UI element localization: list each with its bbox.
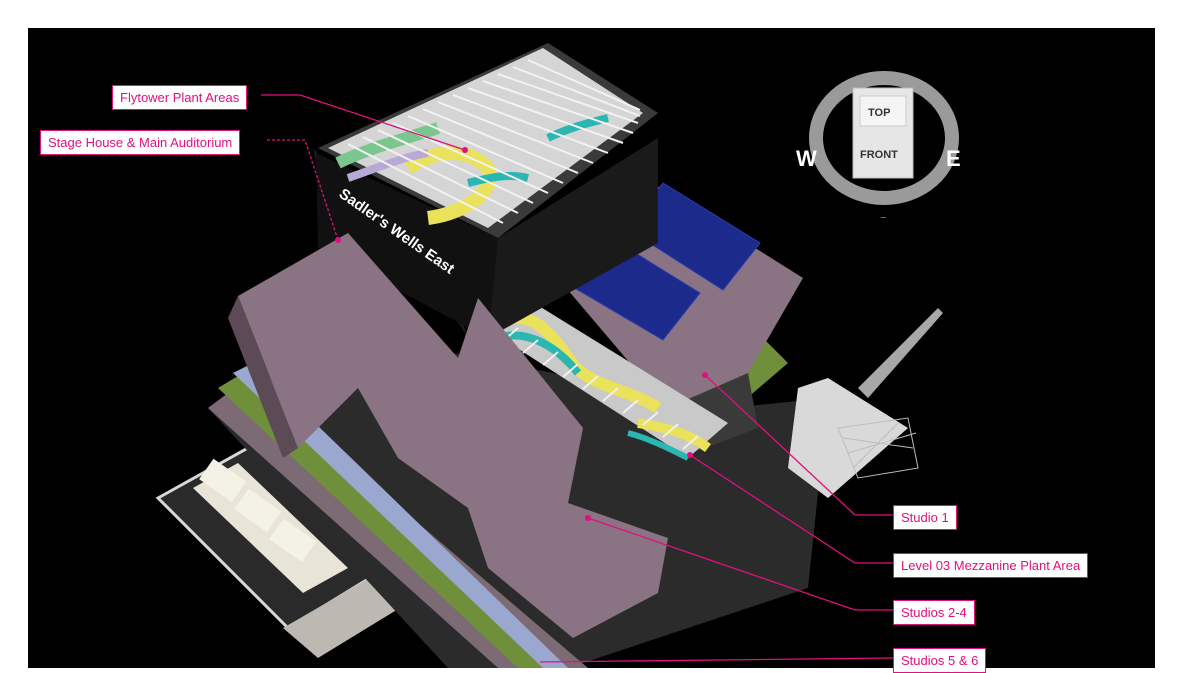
compass-east[interactable]: E — [946, 146, 961, 171]
callout-studios-2-4: Studios 2-4 — [893, 600, 975, 625]
view-cube-top-face[interactable] — [859, 95, 907, 127]
callout-stage-house: Stage House & Main Auditorium — [40, 130, 241, 155]
east-walkway — [788, 378, 908, 498]
view-cube-front-label: FRONT — [860, 149, 898, 161]
blue-strip — [233, 363, 568, 668]
view-cube-compass[interactable]: W E S TOP FRONT — [788, 58, 988, 218]
flytower-plant-area — [328, 48, 643, 228]
callout-mezzanine: Level 03 Mezzanine Plant Area — [893, 553, 1089, 578]
compass-south[interactable]: S — [876, 213, 891, 218]
compass-west[interactable]: W — [796, 146, 817, 171]
compass-ring[interactable] — [809, 71, 959, 205]
view-cube-top-label: TOP — [868, 107, 890, 119]
flytower-front — [316, 153, 498, 338]
studios-2-4-shade — [228, 296, 298, 458]
callout-flytower-plant-areas: Flytower Plant Areas — [112, 85, 248, 110]
east-ramp — [858, 308, 943, 398]
callout-studios-5-6: Studios 5 & 6 — [893, 648, 987, 673]
mezzanine-plant-area — [478, 293, 728, 458]
flytower-right-wall — [488, 138, 658, 338]
studios-2-4-roof — [238, 233, 668, 638]
callout-studio-1: Studio 1 — [893, 505, 957, 530]
